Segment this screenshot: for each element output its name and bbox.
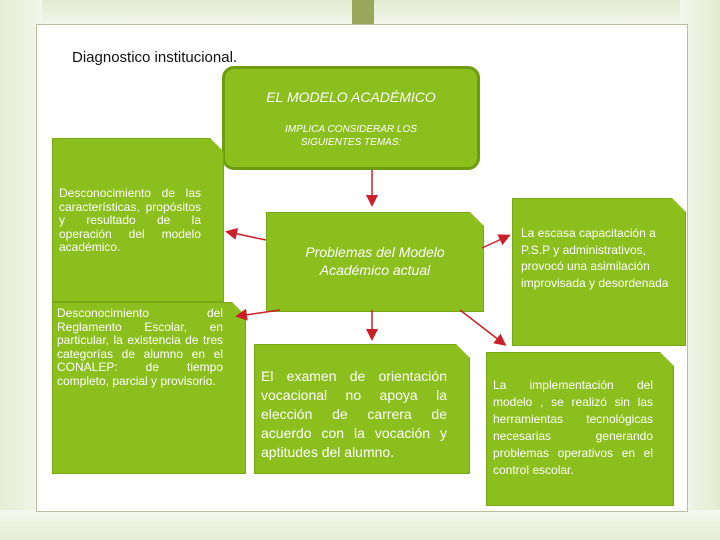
main-topic-subheading: IMPLICA CONSIDERAR LOS SIGUIENTES TEMAS: bbox=[285, 124, 417, 148]
issue-box-training: La escasa capacitación a P.S.P y adminis… bbox=[512, 198, 686, 346]
main-topic-heading: EL MODELO ACADÉMICO bbox=[266, 89, 436, 105]
slide-title: Diagnostico institucional. bbox=[72, 49, 238, 66]
background-bottom bbox=[0, 510, 720, 540]
decorative-block bbox=[352, 0, 374, 26]
arrow-center-to-left-top bbox=[225, 227, 267, 241]
issue-text-vocational-exam: El examen de orientación vocacional no a… bbox=[261, 368, 447, 460]
issue-box-regulation: Desconocimiento del Reglamento Escolar, … bbox=[52, 302, 246, 474]
background-left bbox=[0, 0, 42, 540]
arrow-center-to-right-top bbox=[481, 234, 511, 249]
central-problem-text: Problemas del Modelo Académico actual bbox=[305, 244, 445, 278]
issue-text-training: La escasa capacitación a P.S.P y adminis… bbox=[521, 226, 669, 290]
issue-text-characteristics: Desconocimiento de las características, … bbox=[59, 186, 201, 254]
arrow-center-to-right-bottom bbox=[459, 309, 507, 346]
issue-box-vocational-exam: El examen de orientación vocacional no a… bbox=[254, 344, 470, 474]
issue-box-characteristics: Desconocimiento de las características, … bbox=[52, 138, 224, 302]
issue-text-implementation: La implementación del modelo , se realiz… bbox=[493, 378, 653, 477]
arrow-center-to-left-bottom bbox=[235, 308, 281, 321]
issue-box-implementation: La implementación del modelo , se realiz… bbox=[486, 352, 674, 506]
issue-text-regulation: Desconocimiento del Reglamento Escolar, … bbox=[57, 306, 223, 388]
central-problem-box: Problemas del Modelo Académico actual bbox=[266, 212, 484, 312]
main-topic-box: EL MODELO ACADÉMICO IMPLICA CONSIDERAR L… bbox=[222, 66, 480, 170]
